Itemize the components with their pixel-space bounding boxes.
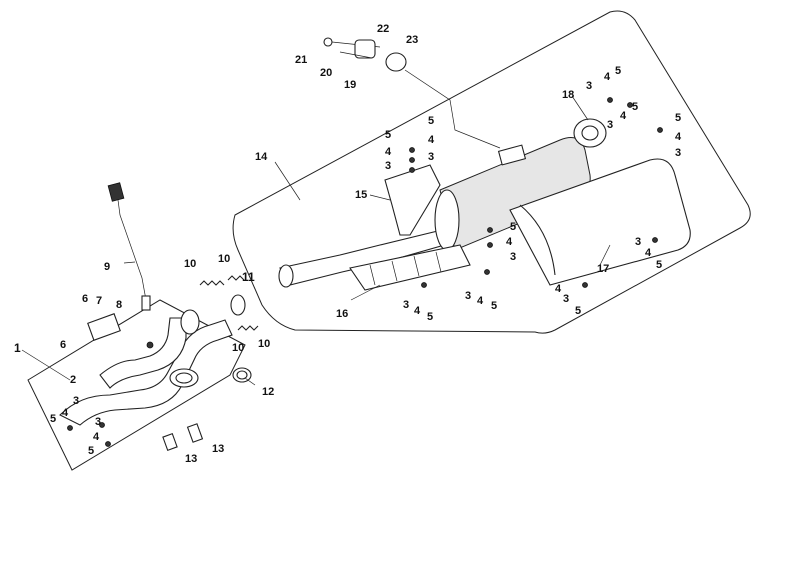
- callout-11: 11: [242, 270, 255, 284]
- callout-10: 10: [218, 253, 230, 265]
- callout-3: 3: [73, 395, 79, 407]
- callout-8: 8: [116, 299, 122, 311]
- callout-4: 4: [93, 431, 100, 443]
- callout-3: 3: [385, 160, 391, 172]
- callout-3: 3: [465, 290, 471, 302]
- callout-4: 4: [414, 305, 421, 317]
- studs-13: [162, 423, 204, 451]
- callout-15: 15: [355, 189, 367, 201]
- callout-12: 12: [262, 386, 274, 398]
- callout-10: 10: [232, 342, 244, 354]
- callout-4: 4: [604, 71, 611, 83]
- callout-16: 16: [336, 308, 348, 320]
- callout-5: 5: [88, 445, 94, 457]
- callout-labels: 1 2 5 4 3 3 4 5 6 6 7 8 9 10 10 11 10 10…: [14, 23, 682, 465]
- callout-4: 4: [477, 295, 484, 307]
- callout-5: 5: [385, 129, 391, 141]
- oxygen-sensor: [107, 182, 151, 311]
- callout-3: 3: [510, 251, 516, 263]
- header-pipe-assembly: [59, 309, 233, 426]
- callout-19: 19: [344, 79, 356, 91]
- callout-3: 3: [95, 416, 101, 428]
- fasteners: [67, 97, 663, 447]
- callout-4: 4: [506, 236, 513, 248]
- callout-4: 4: [428, 134, 435, 146]
- callout-5: 5: [427, 311, 433, 323]
- muffler-assembly: [278, 118, 691, 291]
- callout-4: 3: [563, 293, 569, 305]
- callout-22: 22: [377, 23, 389, 35]
- hanger-hardware: [323, 37, 501, 149]
- callout-10: 10: [184, 258, 196, 270]
- callout-3: 3: [403, 299, 409, 311]
- callout-3: 3: [428, 151, 434, 163]
- callout-4: 4: [385, 146, 392, 158]
- callout-5: 5: [575, 305, 581, 317]
- callout-5: 5: [50, 413, 56, 425]
- callout-20: 20: [320, 67, 332, 79]
- callout-3: 3: [586, 80, 592, 92]
- callout-5: 5: [510, 221, 516, 233]
- callout-3: 4: [555, 283, 562, 295]
- callout-3: 3: [675, 147, 681, 159]
- callout-4: 4: [620, 110, 627, 122]
- callout-5: 5: [615, 65, 621, 77]
- callout-21: 21: [295, 54, 307, 66]
- callout-14: 14: [255, 151, 268, 163]
- callout-10: 10: [258, 338, 270, 350]
- callout-23: 23: [406, 34, 418, 46]
- callout-4: 4: [62, 407, 69, 419]
- callout-18: 18: [562, 89, 574, 101]
- callout-3: 3: [607, 119, 613, 131]
- callout-5: 5: [675, 112, 681, 124]
- callout-6: 6: [82, 293, 88, 305]
- callout-9: 9: [104, 261, 110, 273]
- callout-5: 5: [632, 101, 638, 113]
- callout-2: 2: [70, 374, 76, 386]
- callout-17: 17: [597, 263, 609, 275]
- callout-4: 4: [645, 247, 652, 259]
- callout-13: 13: [185, 453, 197, 465]
- callout-7: 7: [96, 295, 102, 307]
- assembly-14-outline: [232, 10, 751, 334]
- leader-lines: [21, 95, 611, 386]
- callout-3: 3: [635, 236, 641, 248]
- callout-13: 13: [212, 443, 224, 455]
- callout-1: 1: [14, 341, 21, 355]
- assembly-1-outline: [27, 299, 246, 471]
- callout-4: 4: [675, 131, 682, 143]
- callout-5: 5: [491, 300, 497, 312]
- callout-5: 5: [656, 259, 662, 271]
- exhaust-springs: [199, 275, 259, 383]
- callout-6: 6: [60, 339, 66, 351]
- callout-5: 5: [428, 115, 434, 127]
